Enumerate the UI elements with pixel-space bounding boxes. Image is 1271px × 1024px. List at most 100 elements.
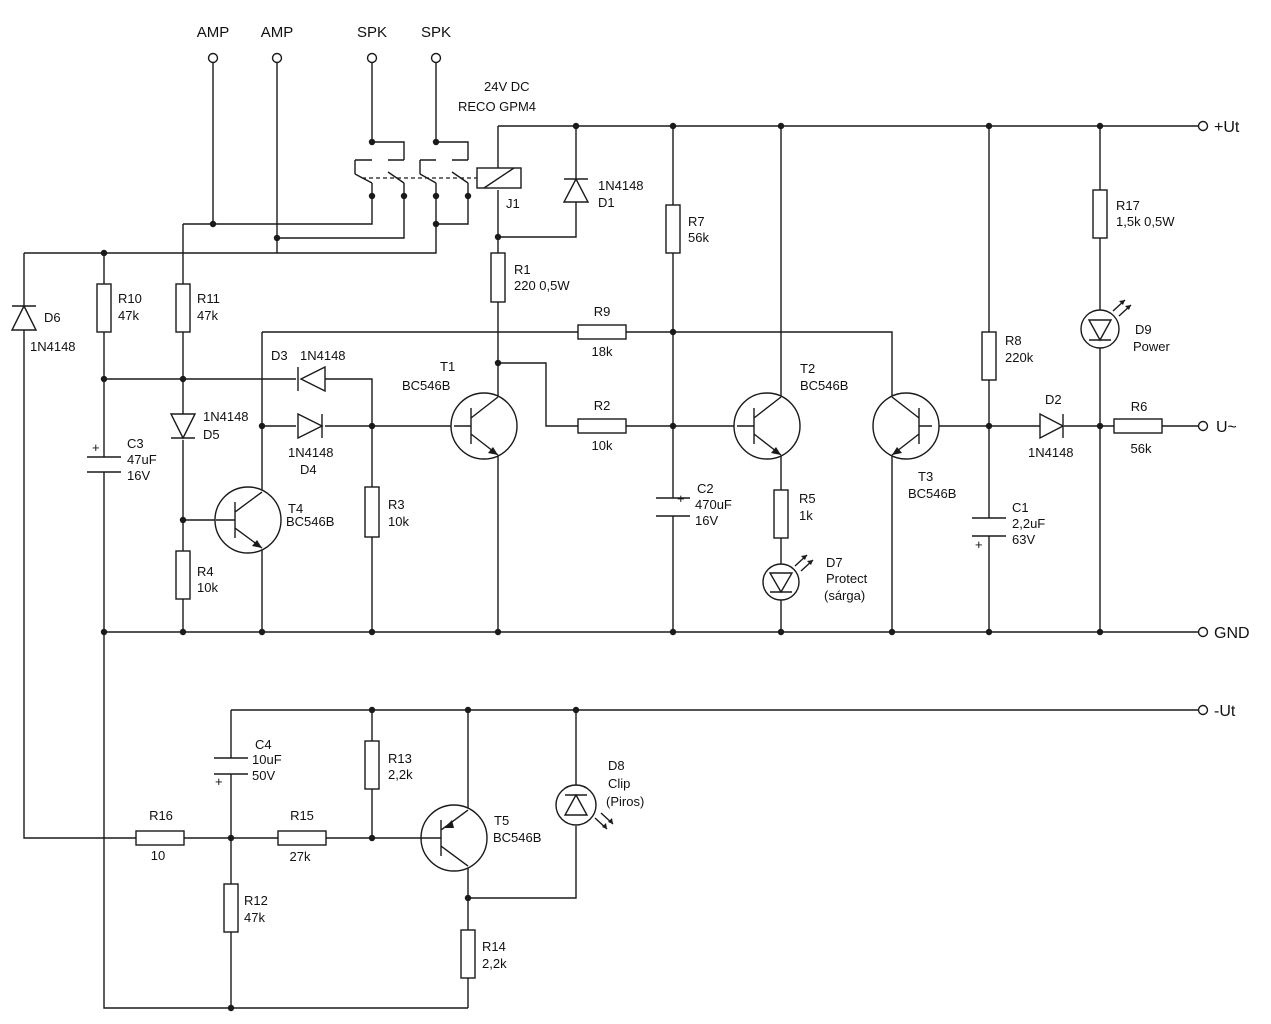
svg-text:C1: C1 bbox=[1012, 500, 1029, 515]
svg-text:+: + bbox=[975, 537, 983, 552]
svg-text:+: + bbox=[215, 774, 223, 789]
capacitor-c1: + C1 2,2uF 63V bbox=[972, 500, 1045, 552]
svg-text:AMP: AMP bbox=[261, 24, 294, 41]
svg-text:1N4148: 1N4148 bbox=[1028, 445, 1074, 460]
svg-text:(sárga): (sárga) bbox=[824, 588, 865, 603]
resistor-r17: R17 1,5k 0,5W bbox=[1092, 189, 1175, 239]
svg-text:SPK: SPK bbox=[421, 24, 451, 41]
svg-text:470uF: 470uF bbox=[695, 497, 732, 512]
svg-text:47k: 47k bbox=[118, 308, 139, 323]
resistor-r7: R7 56k bbox=[665, 204, 709, 254]
svg-text:T1: T1 bbox=[440, 359, 455, 374]
svg-text:16V: 16V bbox=[695, 513, 718, 528]
svg-text:U~: U~ bbox=[1216, 419, 1237, 436]
svg-text:GND: GND bbox=[1214, 625, 1250, 642]
svg-text:R7: R7 bbox=[688, 214, 705, 229]
diode-d6: D6 1N4148 bbox=[10, 298, 76, 354]
svg-text:D9: D9 bbox=[1135, 322, 1152, 337]
svg-text:2,2uF: 2,2uF bbox=[1012, 516, 1045, 531]
transistor-t1: T1 BC546B bbox=[402, 359, 518, 460]
svg-text:T5: T5 bbox=[494, 813, 509, 828]
resistor-r8: R8 220k bbox=[981, 331, 1034, 381]
svg-text:R9: R9 bbox=[594, 304, 611, 319]
resistor-r6: R6 56k bbox=[1113, 399, 1163, 456]
svg-text:1N4148: 1N4148 bbox=[300, 348, 346, 363]
svg-text:D2: D2 bbox=[1045, 392, 1062, 407]
svg-text:56k: 56k bbox=[688, 230, 709, 245]
capacitor-c2: + C2 470uF 16V bbox=[656, 481, 732, 528]
transistor-t2: T2 BC546B bbox=[733, 361, 848, 460]
svg-text:1N4148: 1N4148 bbox=[30, 339, 76, 354]
svg-text:T2: T2 bbox=[800, 361, 815, 376]
svg-text:10k: 10k bbox=[197, 580, 218, 595]
transistor-t5: T5 BC546B bbox=[420, 804, 541, 872]
terminal-spk-2: SPK bbox=[421, 24, 451, 64]
svg-text:D7: D7 bbox=[826, 555, 843, 570]
svg-text:BC546B: BC546B bbox=[286, 514, 334, 529]
svg-text:1,5k 0,5W: 1,5k 0,5W bbox=[1116, 214, 1175, 229]
svg-text:BC546B: BC546B bbox=[800, 378, 848, 393]
terminal-gnd: GND bbox=[1197, 625, 1250, 642]
svg-text:R4: R4 bbox=[197, 564, 214, 579]
terminal-amp-2: AMP bbox=[261, 24, 294, 64]
svg-text:56k: 56k bbox=[1131, 441, 1152, 456]
led-d9: D9 Power bbox=[1080, 299, 1171, 354]
svg-text:R15: R15 bbox=[290, 808, 314, 823]
svg-text:R1: R1 bbox=[514, 262, 531, 277]
svg-text:10: 10 bbox=[151, 848, 165, 863]
svg-text:220 0,5W: 220 0,5W bbox=[514, 278, 570, 293]
svg-text:+: + bbox=[92, 440, 100, 455]
relay-j1: 24V DC RECO GPM4 J1 bbox=[354, 79, 536, 211]
resistor-r9: R9 18k bbox=[577, 304, 627, 359]
resistor-r10: R10 47k bbox=[96, 283, 142, 333]
svg-text:R11: R11 bbox=[197, 291, 220, 306]
svg-text:Protect: Protect bbox=[826, 571, 868, 586]
led-d7: D7 Protect (sárga) bbox=[762, 554, 868, 603]
resistor-r16: R16 10 bbox=[135, 808, 185, 863]
svg-text:R17: R17 bbox=[1116, 198, 1140, 213]
svg-text:BC546B: BC546B bbox=[402, 378, 450, 393]
svg-text:T4: T4 bbox=[288, 501, 303, 516]
resistor-r14: R14 2,2k bbox=[460, 929, 507, 979]
svg-text:Clip: Clip bbox=[608, 776, 630, 791]
diode-d5: 1N4148 D5 bbox=[169, 409, 249, 442]
capacitor-c3: + C3 47uF 16V bbox=[87, 436, 157, 483]
diode-d4: 1N4148 D4 bbox=[288, 412, 334, 477]
svg-text:24V DC: 24V DC bbox=[484, 79, 530, 94]
resistor-r5: R5 1k bbox=[773, 489, 816, 539]
resistor-r3: R3 10k bbox=[364, 486, 409, 538]
resistor-r12: R12 47k bbox=[223, 883, 268, 933]
svg-text:C2: C2 bbox=[697, 481, 714, 496]
svg-text:10uF: 10uF bbox=[252, 752, 282, 767]
resistor-r11: R11 47k bbox=[175, 283, 220, 333]
svg-text:+: + bbox=[677, 491, 685, 506]
svg-text:10k: 10k bbox=[388, 514, 409, 529]
svg-text:1k: 1k bbox=[799, 508, 813, 523]
svg-text:R3: R3 bbox=[388, 497, 405, 512]
svg-text:-Ut: -Ut bbox=[1214, 703, 1236, 720]
svg-text:R13: R13 bbox=[388, 751, 412, 766]
svg-text:R6: R6 bbox=[1131, 399, 1148, 414]
wiring bbox=[23, 63, 1198, 1009]
transistor-t3: T3 BC546B bbox=[872, 392, 956, 501]
svg-text:SPK: SPK bbox=[357, 24, 387, 41]
svg-text:1N4148: 1N4148 bbox=[288, 445, 334, 460]
terminal-u-ac: U~ bbox=[1197, 419, 1237, 436]
terminal-spk-1: SPK bbox=[357, 24, 387, 64]
svg-text:AMP: AMP bbox=[197, 24, 230, 41]
svg-text:R2: R2 bbox=[594, 398, 611, 413]
svg-text:18k: 18k bbox=[592, 344, 613, 359]
svg-text:47k: 47k bbox=[197, 308, 218, 323]
svg-text:+Ut: +Ut bbox=[1214, 119, 1240, 136]
svg-text:D3: D3 bbox=[271, 348, 288, 363]
svg-text:2,2k: 2,2k bbox=[482, 956, 507, 971]
resistor-r15: R15 27k bbox=[277, 808, 327, 864]
svg-text:BC546B: BC546B bbox=[908, 486, 956, 501]
svg-text:27k: 27k bbox=[290, 849, 311, 864]
resistor-r1: R1 220 0,5W bbox=[490, 252, 570, 303]
svg-text:1N4148: 1N4148 bbox=[203, 409, 249, 424]
svg-text:47uF: 47uF bbox=[127, 452, 157, 467]
svg-text:2,2k: 2,2k bbox=[388, 767, 413, 782]
svg-text:D1: D1 bbox=[598, 195, 615, 210]
